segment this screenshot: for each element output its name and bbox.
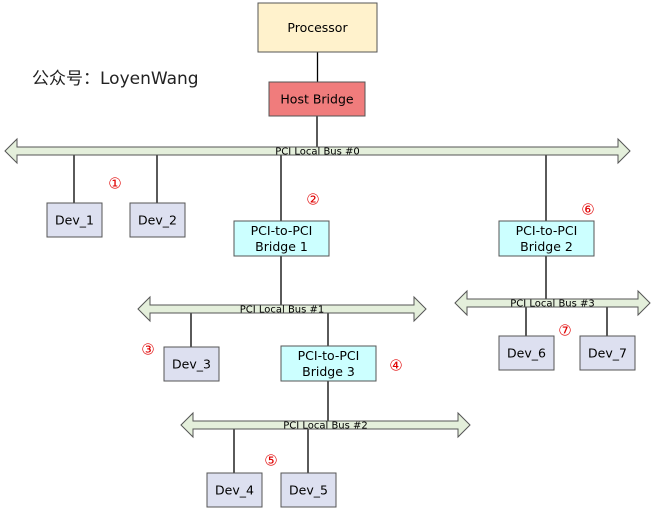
dev2-label-line-1: Dev_2: [138, 213, 177, 228]
bus3-arrow: PCI Local Bus #3: [454, 289, 651, 317]
bus3-shape: [454, 289, 651, 317]
marker-layer: ① ② ③ ④ ⑤ ⑥ ⑦: [108, 175, 594, 470]
bridge2-label-line-2: Bridge 2: [520, 239, 573, 254]
dev4-box: Dev_4: [206, 472, 263, 508]
dev7-box: Dev_7: [579, 335, 636, 371]
dev2-box: Dev_2: [129, 202, 186, 238]
bridge3-rect: [280, 345, 377, 382]
bus0-arrow: PCI Local Bus #0: [4, 137, 631, 165]
connector-lines: [73, 52, 608, 473]
bus1-label: PCI Local Bus #1: [240, 305, 325, 316]
marker-1: ①: [108, 175, 121, 193]
marker-2: ②: [306, 191, 319, 209]
host-bridge-rect: [268, 81, 366, 117]
dev5-label-line-1: Dev_5: [289, 483, 328, 498]
processor-box: Processor: [257, 2, 378, 53]
dev4-rect: [206, 472, 263, 508]
dev1-label-line-1: Dev_1: [55, 213, 94, 228]
dev5-box: Dev_5: [280, 472, 337, 508]
dev3-box: Dev_3: [163, 346, 220, 382]
bridge2-rect: [498, 220, 595, 257]
dev1-box: Dev_1: [46, 202, 103, 238]
bus3-label: PCI Local Bus #3: [510, 299, 595, 310]
dev2-rect: [129, 202, 186, 238]
processor-label-line-1: Processor: [287, 20, 348, 35]
watermark-text: 公众号：LoyenWang: [32, 69, 199, 89]
dev7-rect: [579, 335, 636, 371]
marker-7: ⑦: [558, 322, 571, 340]
bus2-arrow: PCI Local Bus #2: [180, 411, 471, 439]
dev6-label-line-1: Dev_6: [507, 346, 546, 361]
bus1-shape: [137, 295, 427, 323]
bridge1-rect: [233, 220, 330, 257]
bridge1-label-line-2: Bridge 1: [255, 239, 308, 254]
bus2-shape: [180, 411, 471, 439]
dev3-rect: [163, 346, 220, 382]
marker-4: ④: [389, 357, 402, 375]
marker-3: ③: [141, 341, 154, 359]
bridge3-label-line-2: Bridge 3: [302, 364, 355, 379]
dev4-label-line-1: Dev_4: [215, 483, 254, 498]
bus1-arrow: PCI Local Bus #1: [137, 295, 427, 323]
bridge1-label-line-1: PCI-to-PCI: [251, 223, 313, 238]
dev6-box: Dev_6: [498, 335, 555, 371]
dev1-rect: [46, 202, 103, 238]
processor-rect: [257, 2, 378, 53]
dev5-rect: [280, 472, 337, 508]
bus-layer: PCI Local Bus #0 PCI Local Bus #1 PCI Loca…: [4, 137, 651, 439]
host-bridge-label-line-1: Host Bridge: [280, 92, 353, 107]
marker-5: ⑤: [264, 452, 277, 470]
bridge3-label-line-1: PCI-to-PCI: [298, 348, 360, 363]
bridge2-label-line-1: PCI-to-PCI: [516, 223, 578, 238]
dev3-label-line-1: Dev_3: [172, 357, 211, 372]
host-bridge-box: Host Bridge: [268, 81, 366, 117]
dev7-label-line-1: Dev_7: [588, 346, 627, 361]
bus2-label: PCI Local Bus #2: [283, 421, 368, 432]
bus0-shape: [4, 137, 631, 165]
bus0-label: PCI Local Bus #0: [275, 147, 360, 158]
dev6-rect: [498, 335, 555, 371]
marker-6: ⑥: [581, 201, 594, 219]
